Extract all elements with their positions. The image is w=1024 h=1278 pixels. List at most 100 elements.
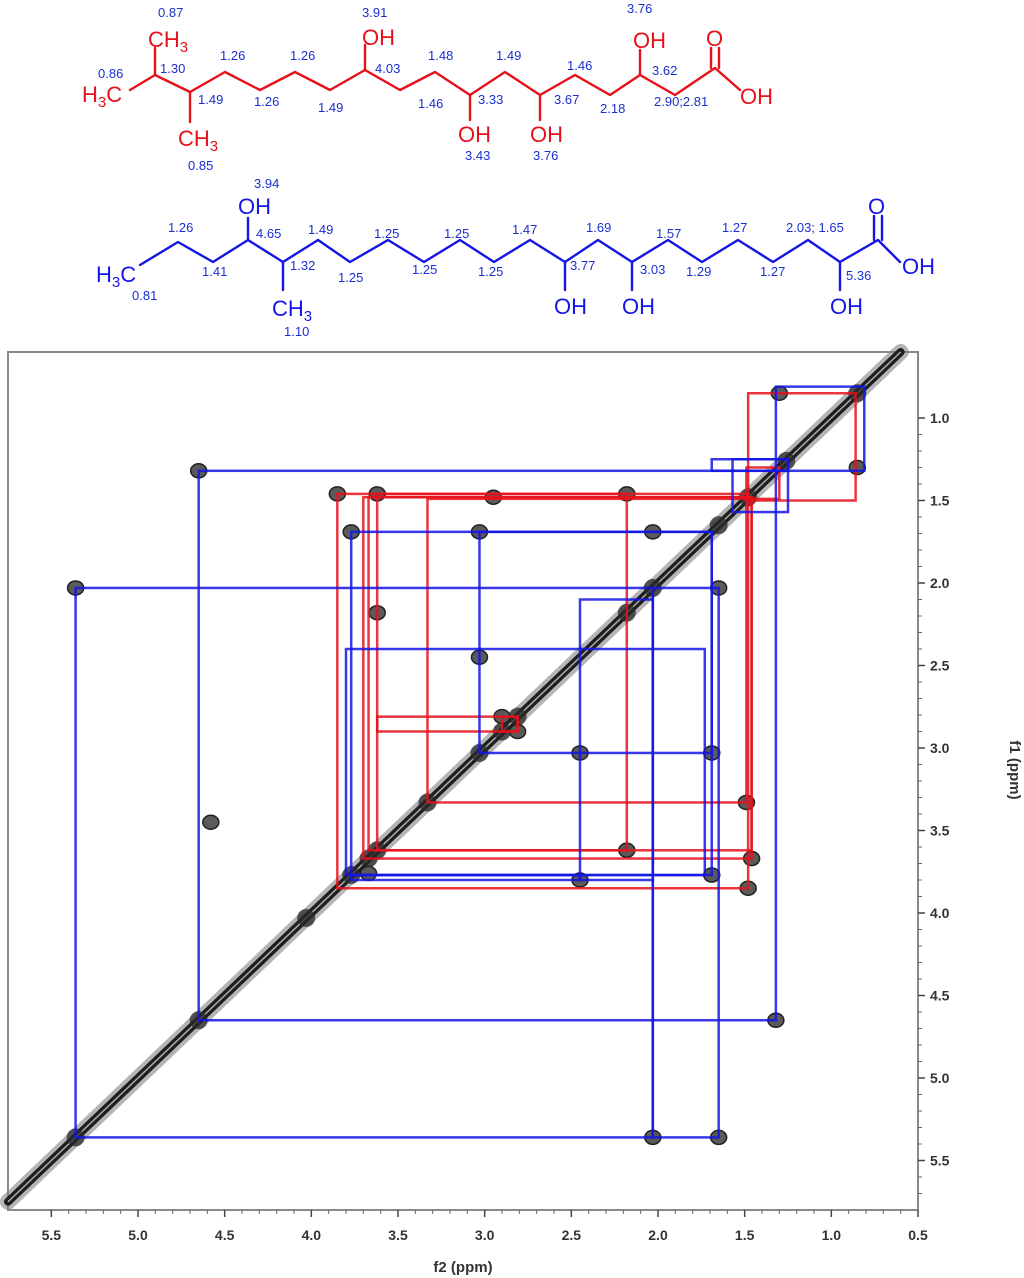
red-shift-labels: 0.87 0.86 1.30 1.49 0.85 1.26 1.26 1.26 … xyxy=(98,1,708,173)
red-shift: 3.33 xyxy=(478,92,503,107)
blue-structure: H3C OH CH3 OH OH O OH OH 3.94 1.26 4.65 … xyxy=(96,176,935,339)
y-axis: 1.01.52.02.53.03.54.04.55.05.5 xyxy=(918,410,950,1194)
red-oh-1: OH xyxy=(362,25,395,50)
red-oh-2: OH xyxy=(458,122,491,147)
x-tick-label: 1.5 xyxy=(735,1227,755,1243)
red-ch3-top: CH3 xyxy=(148,27,188,56)
blue-shift: 1.41 xyxy=(202,264,227,279)
correlation-box xyxy=(349,873,582,882)
blue-carbonyl-o: O xyxy=(868,194,885,219)
y-tick-label: 1.5 xyxy=(930,493,950,509)
blue-shift: 5.36 xyxy=(846,268,871,283)
correlation-box xyxy=(774,385,866,473)
red-shift: 3.76 xyxy=(627,1,652,16)
red-structure: CH3 H3C CH3 OH OH OH OH O OH 0.87 0.86 1… xyxy=(82,1,773,173)
diagonal-peak xyxy=(709,516,728,535)
y-tick-label: 1.0 xyxy=(930,410,950,426)
x-tick-label: 2.0 xyxy=(648,1227,668,1243)
red-shift: 2.18 xyxy=(600,101,625,116)
blue-oh-2: OH xyxy=(622,294,655,319)
x-tick-label: 1.0 xyxy=(822,1227,842,1243)
blue-shift: 1.27 xyxy=(760,264,785,279)
red-shift: 0.85 xyxy=(188,158,213,173)
blue-shift: 1.25 xyxy=(338,270,363,285)
red-shift: 3.62 xyxy=(652,63,677,78)
blue-acid-oh: OH xyxy=(902,254,935,279)
red-shift: 1.49 xyxy=(318,100,343,115)
diagonal-peak xyxy=(777,451,796,470)
blue-shift-labels: 3.94 1.26 4.65 1.41 1.32 0.81 1.10 1.49 … xyxy=(132,176,871,339)
blue-shift: 1.57 xyxy=(656,226,681,241)
cross-peak xyxy=(359,865,378,882)
blue-shift: 1.69 xyxy=(586,220,611,235)
red-shift: 1.26 xyxy=(220,48,245,63)
red-shift: 3.67 xyxy=(554,92,579,107)
red-shift: 3.91 xyxy=(362,5,387,20)
cross-peak xyxy=(848,459,867,476)
red-shift: 1.48 xyxy=(428,48,453,63)
correlation-box xyxy=(500,715,519,733)
blue-shift: 2.03; 1.65 xyxy=(786,220,844,235)
blue-oh-top: OH xyxy=(238,194,271,219)
correlation-box xyxy=(426,497,748,804)
blue-shift: 3.03 xyxy=(640,262,665,277)
red-shift: 1.49 xyxy=(496,48,521,63)
blue-oh-alpha: OH xyxy=(830,294,863,319)
blue-shift: 1.25 xyxy=(374,226,399,241)
x-tick-label: 3.0 xyxy=(475,1227,495,1243)
blue-shift: 1.10 xyxy=(284,324,309,339)
blue-shift: 1.25 xyxy=(412,262,437,277)
red-shift: 0.86 xyxy=(98,66,123,81)
blue-shift: 1.27 xyxy=(722,220,747,235)
y-tick-label: 5.0 xyxy=(930,1070,950,1086)
blue-shift: 1.29 xyxy=(686,264,711,279)
red-shift: 0.87 xyxy=(158,5,183,20)
blue-shift: 1.49 xyxy=(308,222,333,237)
correlation-box xyxy=(197,469,778,1022)
x-tick-label: 5.5 xyxy=(42,1227,62,1243)
red-shift: 1.30 xyxy=(160,61,185,76)
correlation-box xyxy=(745,466,781,501)
y-tick-label: 3.0 xyxy=(930,740,950,756)
red-shift: 1.46 xyxy=(567,58,592,73)
red-shift: 3.43 xyxy=(465,148,490,163)
x-tick-label: 4.5 xyxy=(215,1227,235,1243)
x-tick-label: 5.0 xyxy=(128,1227,148,1243)
blue-ch3: CH3 xyxy=(272,296,312,325)
red-h3c-left: H3C xyxy=(82,82,122,111)
red-shift: 2.90;2.81 xyxy=(654,94,708,109)
correlation-box xyxy=(478,530,713,755)
y-tick-label: 4.0 xyxy=(930,905,950,921)
red-ch3-bottom: CH3 xyxy=(178,126,218,155)
x-tick-label: 4.0 xyxy=(302,1227,322,1243)
blue-h3c: H3C xyxy=(96,262,136,291)
cross-peak xyxy=(202,814,220,830)
correlation-box xyxy=(367,495,753,852)
red-shift: 1.49 xyxy=(198,92,223,107)
red-shift: 1.26 xyxy=(254,94,279,109)
y-axis-label: f1 (ppm) xyxy=(1006,740,1023,799)
red-backbone xyxy=(128,66,742,97)
x-tick-label: 2.5 xyxy=(562,1227,582,1243)
blue-shift: 1.47 xyxy=(512,222,537,237)
diagonal-peak xyxy=(848,384,867,403)
y-tick-label: 2.0 xyxy=(930,575,950,591)
correlation-layer xyxy=(74,385,866,1139)
blue-backbone xyxy=(138,238,902,267)
red-acid-oh: OH xyxy=(740,84,773,109)
blue-shift: 1.32 xyxy=(290,258,315,273)
x-tick-label: 0.5 xyxy=(908,1227,928,1243)
blue-shift: 0.81 xyxy=(132,288,157,303)
blue-shift: 3.77 xyxy=(570,258,595,273)
correlation-box xyxy=(731,458,790,514)
red-shift: 3.76 xyxy=(533,148,558,163)
blue-shift: 1.26 xyxy=(168,220,193,235)
red-oh-3: OH xyxy=(530,122,563,147)
correlation-box xyxy=(746,392,857,502)
red-shift: 1.26 xyxy=(290,48,315,63)
blue-oh-1: OH xyxy=(554,294,587,319)
blue-shift: 1.25 xyxy=(478,264,503,279)
diagonal-peak xyxy=(297,908,316,927)
